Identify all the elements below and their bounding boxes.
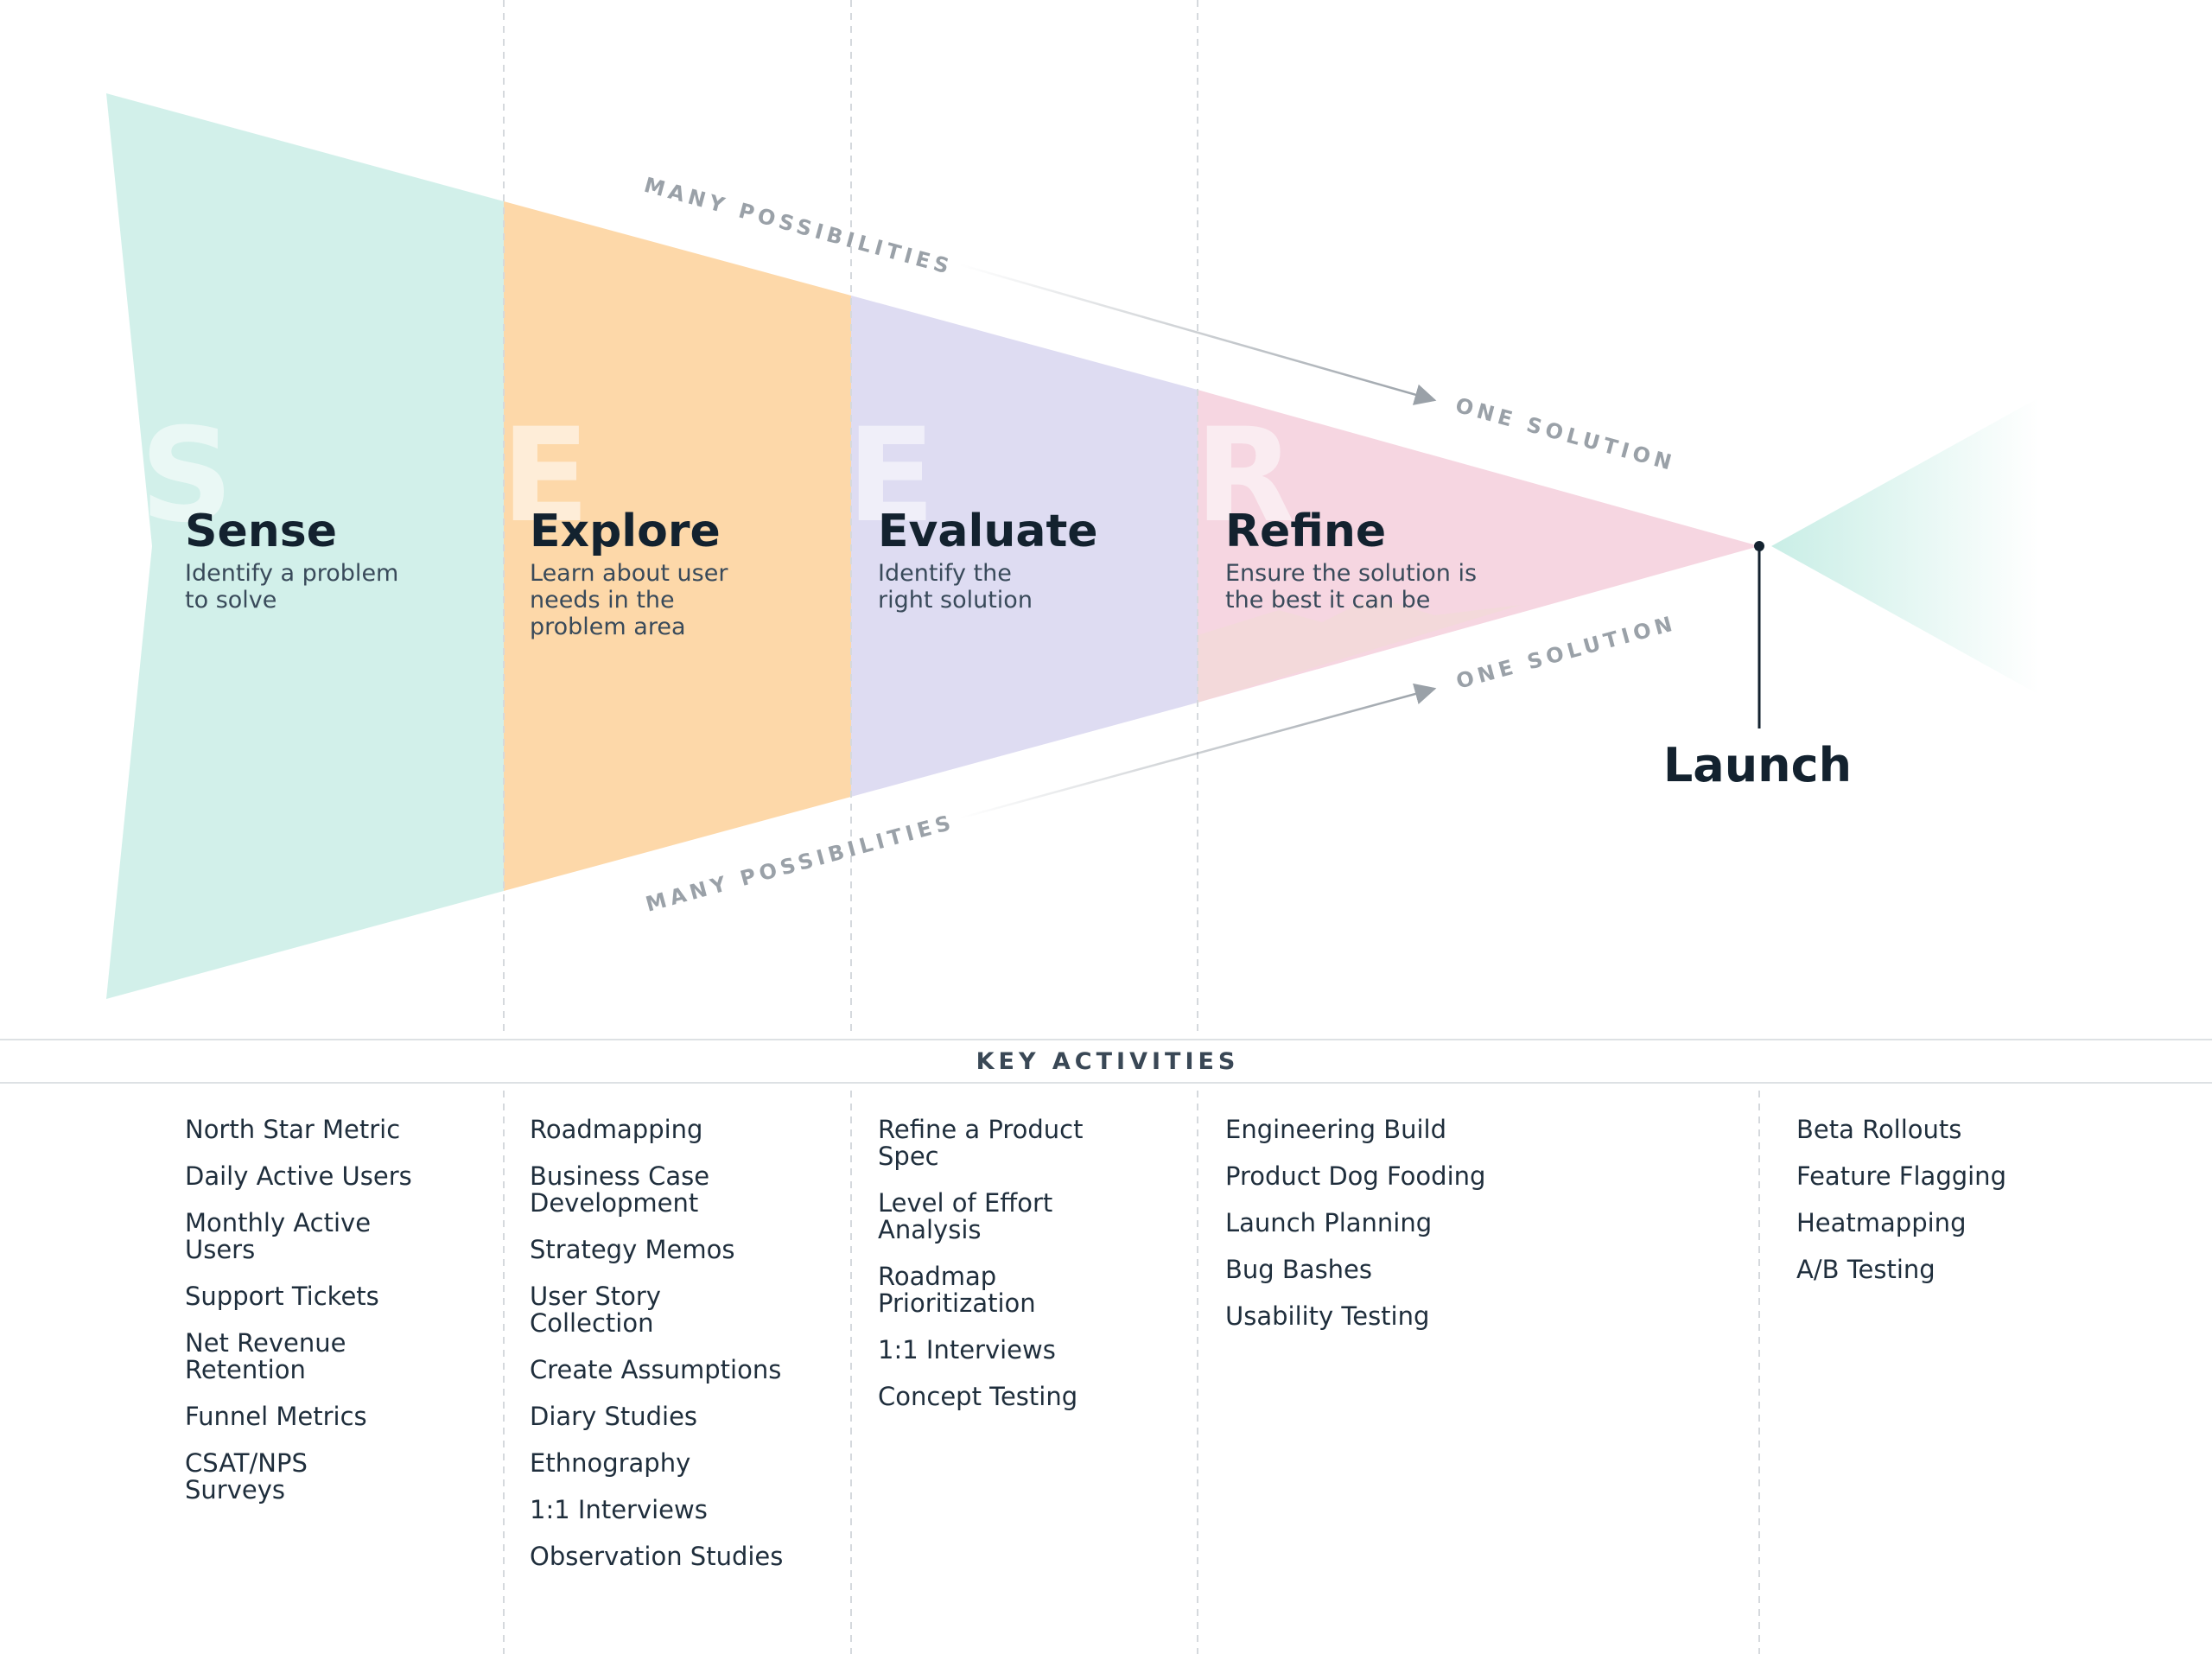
ghost-letter-s: S xyxy=(140,401,233,551)
ghost-letter-r: R xyxy=(1195,401,1295,551)
activity-item: Observation Studies xyxy=(530,1542,784,1571)
stage-title-refine: Refine xyxy=(1225,506,1386,557)
activity-item: Beta Rollouts xyxy=(1796,1115,1962,1144)
stage-sense: Sense Identify a problem to solve xyxy=(185,506,398,614)
activity-item: Support Tickets xyxy=(185,1282,379,1311)
sense-band xyxy=(106,93,504,999)
ghost-letter-e-explore: E xyxy=(501,401,589,551)
launch-fan xyxy=(1771,398,2039,695)
activity-item: Bug Bashes xyxy=(1225,1255,1373,1284)
stage-refine: Refine Ensure the solution is the best i… xyxy=(1225,506,1477,614)
refine-mountain-shading xyxy=(1198,596,1521,703)
stage-desc-refine-line-2: the best it can be xyxy=(1225,587,1430,614)
bottom-arrow-end-label: ONE SOLUTION xyxy=(1453,611,1679,694)
stage-evaluate: Evaluate Identify the right solution xyxy=(878,506,1098,614)
stage-desc-evaluate-line-2: right solution xyxy=(878,587,1033,614)
activity-item: Roadmapping xyxy=(530,1115,703,1144)
stage-explore: Explore Learn about user needs in the pr… xyxy=(530,506,728,640)
stage-title-evaluate: Evaluate xyxy=(878,506,1098,557)
key-activities-header: KEY ACTIVITIES xyxy=(0,1039,2212,1084)
stage-desc-explore-line-2: needs in the xyxy=(530,587,675,614)
activity-item: Launch Planning xyxy=(1225,1208,1433,1237)
activity-item: Daily Active Users xyxy=(185,1161,412,1191)
stage-desc-explore-line-1: Learn about user xyxy=(530,560,728,587)
activity-item: Concept Testing xyxy=(878,1382,1078,1411)
launch-marker: Launch xyxy=(1663,541,1852,792)
stage-desc-sense-line-1: Identify a problem xyxy=(185,560,398,587)
stage-desc-refine-line-1: Ensure the solution is xyxy=(1225,560,1477,587)
activity-item: Funnel Metrics xyxy=(185,1402,367,1431)
activity-item: A/B Testing xyxy=(1796,1255,1936,1284)
activity-item: 1:1 Interviews xyxy=(530,1495,708,1524)
activity-item: Create Assumptions xyxy=(530,1355,782,1384)
stage-desc-sense-line-2: to solve xyxy=(185,587,276,614)
activity-item: Heatmapping xyxy=(1796,1208,1967,1237)
ghost-letter-e-evaluate: E xyxy=(847,401,935,551)
activity-item: Usability Testing xyxy=(1225,1301,1430,1331)
activity-item: Feature Flagging xyxy=(1796,1161,2006,1191)
top-arrow-end-label: ONE SOLUTION xyxy=(1452,393,1678,476)
activity-item: Diary Studies xyxy=(530,1402,698,1431)
top-arrow-line xyxy=(958,263,1437,405)
bottom-arrow-line xyxy=(958,683,1437,820)
funnel xyxy=(106,93,1759,999)
stage-desc-explore-line-3: problem area xyxy=(530,614,686,640)
stage-title-sense: Sense xyxy=(185,506,337,557)
evaluate-band xyxy=(851,296,1198,797)
activity-item: Ethnography xyxy=(530,1448,691,1478)
activity-item: Engineering Build xyxy=(1225,1115,1447,1144)
stage-desc-evaluate-line-1: Identify the xyxy=(878,560,1012,587)
activity-dividers xyxy=(503,1091,1760,1654)
key-activities-label: KEY ACTIVITIES xyxy=(976,1048,1240,1075)
activity-item: 1:1 Interviews xyxy=(878,1335,1056,1365)
activity-item: North Star Metric xyxy=(185,1115,401,1144)
stage-dividers xyxy=(503,0,1198,1037)
activity-item: Strategy Memos xyxy=(530,1235,735,1264)
explore-band xyxy=(504,201,851,891)
stage-title-explore: Explore xyxy=(530,506,721,557)
activity-item: Product Dog Fooding xyxy=(1225,1161,1486,1191)
launch-label: Launch xyxy=(1663,738,1852,792)
